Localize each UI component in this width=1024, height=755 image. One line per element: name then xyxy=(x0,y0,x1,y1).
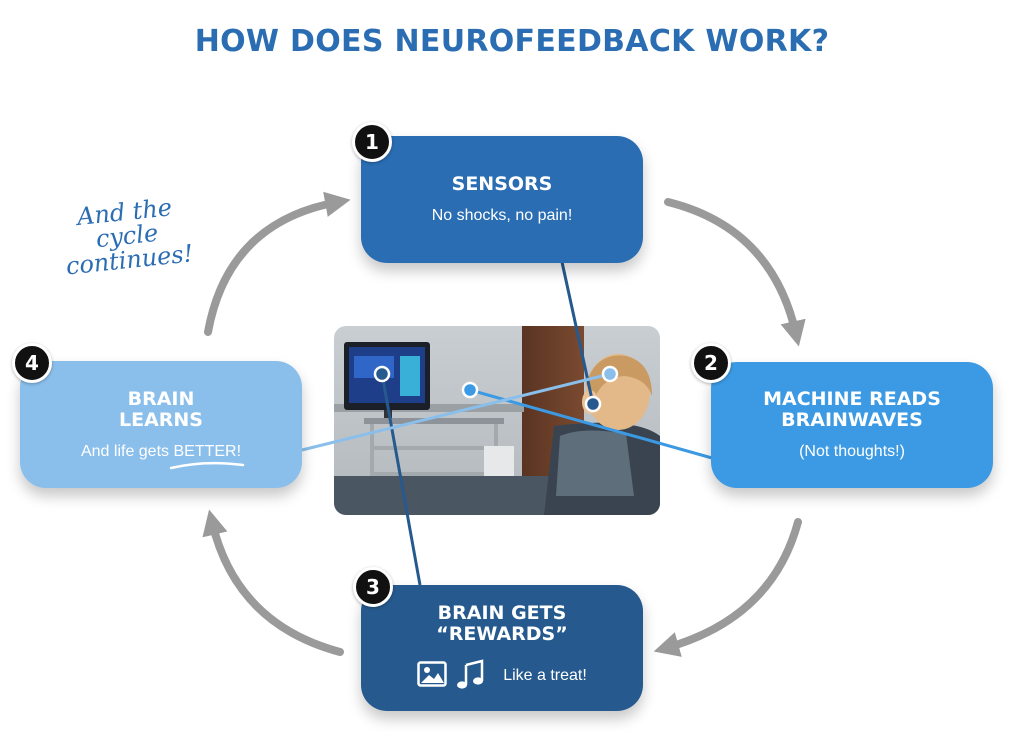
step-text: Like a treat! xyxy=(503,667,587,684)
connector-learns xyxy=(301,372,611,452)
step-heading: BRAIN LEARNS xyxy=(118,387,203,431)
step-card-rewards: BRAIN GETS “REWARDS” Like a treat! xyxy=(361,585,643,711)
arrow-3-to-4 xyxy=(202,509,344,656)
step-number-badge: 3 xyxy=(353,567,393,607)
step-number-badge: 4 xyxy=(12,343,52,383)
music-note-icon xyxy=(455,659,485,693)
arrow-1-to-2 xyxy=(664,198,806,347)
arrow-4-to-1 xyxy=(204,191,351,336)
dot-learns xyxy=(601,365,619,383)
step-number-badge: 2 xyxy=(691,343,731,383)
page-title: HOW DOES NEUROFEEDBACK WORK? xyxy=(194,24,830,59)
step-text: And life gets BETTER! xyxy=(80,442,245,469)
underline-swoosh xyxy=(170,461,245,469)
connector-rewards xyxy=(380,373,422,586)
connector-machine xyxy=(469,388,713,460)
step-text-lead: And life gets xyxy=(80,442,174,460)
step-heading: MACHINE READS BRAINWAVES xyxy=(763,388,941,431)
image-icon xyxy=(417,661,447,691)
step-card-learns: BRAIN LEARNS And life gets BETTER! xyxy=(20,361,302,488)
step-number-badge: 1 xyxy=(352,122,392,162)
step-heading: BRAIN GETS “REWARDS” xyxy=(436,602,568,645)
step-card-machine: MACHINE READS BRAINWAVES (Not thoughts!) xyxy=(711,362,993,488)
better-word: BETTER! xyxy=(173,442,242,460)
reward-row: Like a treat! xyxy=(417,659,587,693)
step-card-sensors: SENSORS No shocks, no pain! xyxy=(361,136,643,263)
step-text-emphasis: BETTER! xyxy=(170,442,245,469)
dot-machine xyxy=(461,381,479,399)
dot-rewards xyxy=(373,365,391,383)
step-heading: SENSORS xyxy=(451,173,553,195)
arrow-2-to-3 xyxy=(653,518,802,657)
dot-sensor xyxy=(584,395,602,413)
step-text: No shocks, no pain! xyxy=(431,207,573,224)
step-text: (Not thoughts!) xyxy=(799,443,905,460)
